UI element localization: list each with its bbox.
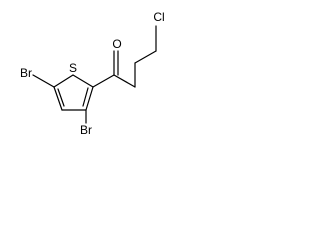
- bond-ch2-carbonyl: [113, 74, 136, 88]
- atom-label-cl: Cl: [153, 10, 164, 24]
- bond-c5-br: [32, 74, 55, 88]
- bond-carbonyl-ring: [92, 74, 115, 88]
- atom-label-br-left: Br: [20, 66, 32, 80]
- chemical-structure-canvas: Cl O S Br Br: [0, 0, 199, 152]
- bond-ch2-ch2-a: [134, 50, 157, 64]
- molecule-diagram: Cl O S Br Br: [20, 10, 165, 137]
- ring-inner-double-bond-a: [57, 88, 65, 107]
- atom-label-o: O: [112, 37, 121, 51]
- ring-inner-double-bond-b: [82, 87, 89, 107]
- atom-label-s: S: [69, 61, 77, 75]
- atom-label-br-bottom: Br: [80, 123, 92, 137]
- bond-c5-c4: [53, 86, 63, 111]
- bond-c3-c2: [85, 86, 94, 111]
- bond-c2-s: [72, 74, 94, 88]
- bond-s-c5: [53, 74, 74, 88]
